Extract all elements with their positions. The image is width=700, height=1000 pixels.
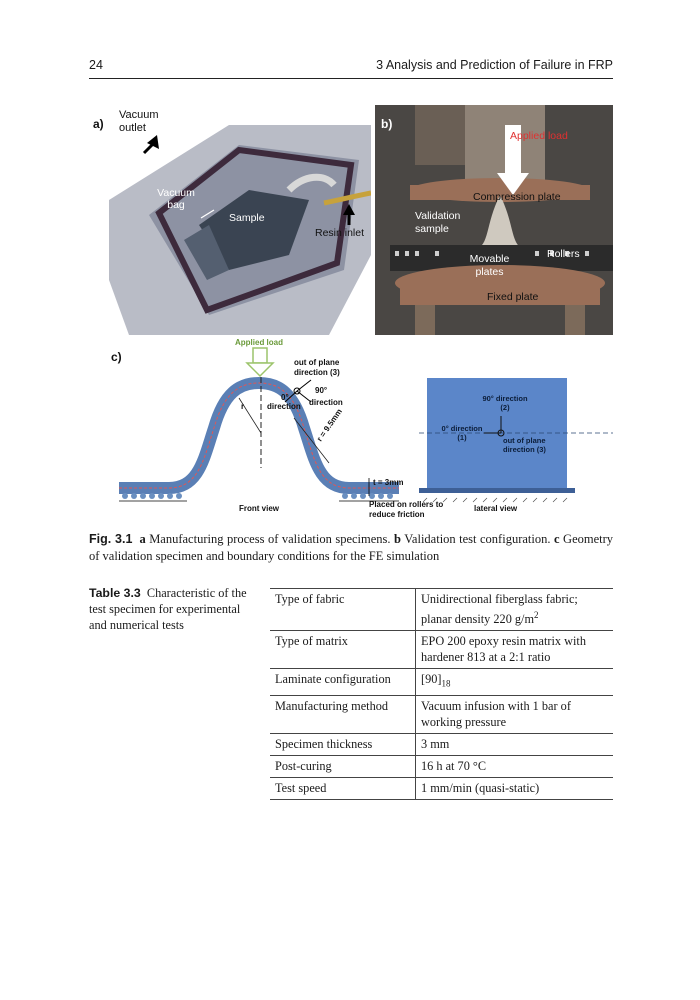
callout-sample: Sample (229, 212, 265, 224)
label-front-view: Front view (239, 504, 280, 513)
caption-key-b: b (394, 532, 401, 546)
table-value: EPO 200 epoxy resin matrix with hardener… (415, 630, 613, 670)
table-key: Post-curing (270, 755, 416, 778)
specimen-geometry-diagram (119, 347, 613, 503)
table-key: Specimen thickness (270, 733, 416, 756)
specimen-table: Type of fabric Unidirectional fiberglass… (270, 587, 613, 800)
callout-compression-plate: Compression plate (473, 191, 561, 203)
table-value: [90]18 (415, 668, 613, 696)
panel-c-label: c) (111, 350, 122, 364)
caption-text-a: Manufacturing process of validation spec… (149, 532, 391, 546)
figure-caption: Fig. 3.1 a Manufacturing process of vali… (89, 531, 613, 565)
chapter-title: 3 Analysis and Prediction of Failure in … (376, 58, 613, 72)
table-key: Type of matrix (270, 630, 416, 670)
header-rule (89, 78, 613, 79)
caption-key-c: c (553, 532, 560, 546)
label-applied-load: Applied load (235, 338, 283, 347)
table-row: Manufacturing method Vacuum infusion wit… (270, 695, 613, 734)
callout-vacuum-bag: Vacuum bag (157, 187, 195, 211)
label-lateral-90-direction: 90° direction (2) (482, 394, 528, 412)
label-r: r (241, 402, 245, 411)
vacuum-bag-photo (89, 105, 371, 335)
callout-fixed-plate: Fixed plate (487, 291, 539, 303)
figure-tag: Fig. 3.1 (89, 532, 133, 546)
table-row: Test speed 1 mm/min (quasi-static) (270, 777, 613, 800)
table-row: Laminate configuration [90]18 (270, 668, 613, 696)
table-value: 1 mm/min (quasi-static) (415, 777, 613, 800)
label-0-direction: direction (267, 402, 301, 411)
panel-a-label: a) (93, 117, 104, 131)
callout-rollers: Rollers (547, 248, 580, 260)
label-lateral-out-of-plane: out of plane direction (3) (503, 436, 546, 454)
table-caption: Table 3.3 Characteristic of the test spe… (89, 585, 249, 633)
callout-vacuum-outlet: Vacuum outlet (119, 109, 159, 134)
table-row: Type of fabric Unidirectional fiberglass… (270, 587, 613, 632)
figure-panel-a: a) Vacuum outlet Vacuum bag Sample Resin… (89, 105, 371, 335)
caption-text-c: Geometry of validation specimen and boun… (89, 532, 614, 563)
table-caption-text: Characteristic of the test specimen for … (89, 586, 247, 632)
table-value: Vacuum infusion with 1 bar of working pr… (415, 695, 613, 734)
callout-validation-sample: Validation sample (415, 210, 461, 235)
callout-movable-plates: Movable plates (469, 253, 510, 278)
label-out-of-plane: out of plane direction (3) (294, 358, 340, 377)
page-number: 24 (89, 58, 103, 72)
table-value: 16 h at 70 °C (415, 755, 613, 778)
figure-panel-b: b) Applied load Compression plate Valida… (375, 105, 613, 335)
table-row: Specimen thickness 3 mm (270, 733, 613, 756)
running-header: 24 3 Analysis and Prediction of Failure … (89, 58, 613, 76)
table-value: 3 mm (415, 733, 613, 756)
figure-panel-c: c) Applied load out of plane direction (… (89, 338, 613, 523)
label-thickness: t = 3mm (373, 478, 404, 487)
label-lateral-0-direction: 0° direction (1) (441, 424, 483, 442)
caption-key-a: a (139, 532, 146, 546)
label-lateral-view: lateral view (474, 504, 518, 513)
table-value: Unidirectional fiberglass fabric; planar… (415, 587, 613, 632)
label-0-deg: 0° (281, 393, 289, 402)
test-rig-photo (375, 105, 613, 335)
label-90-deg: 90° (315, 386, 328, 395)
table-row: Type of matrix EPO 200 epoxy resin matri… (270, 630, 613, 670)
table-key: Laminate configuration (270, 668, 416, 696)
caption-text-b: Validation test configuration. (404, 532, 551, 546)
table-row: Post-curing 16 h at 70 °C (270, 755, 613, 778)
table-key: Type of fabric (270, 587, 416, 632)
table-key: Test speed (270, 777, 416, 800)
callout-applied-load: Applied load (510, 130, 568, 142)
callout-resin-inlet: Resin inlet (315, 227, 365, 239)
panel-b-label: b) (381, 117, 393, 131)
label-placed-on-rollers: Placed on rollers to reduce friction (369, 500, 444, 519)
table-tag: Table 3.3 (89, 586, 141, 600)
label-90-direction: direction (309, 398, 343, 407)
table-key: Manufacturing method (270, 695, 416, 734)
